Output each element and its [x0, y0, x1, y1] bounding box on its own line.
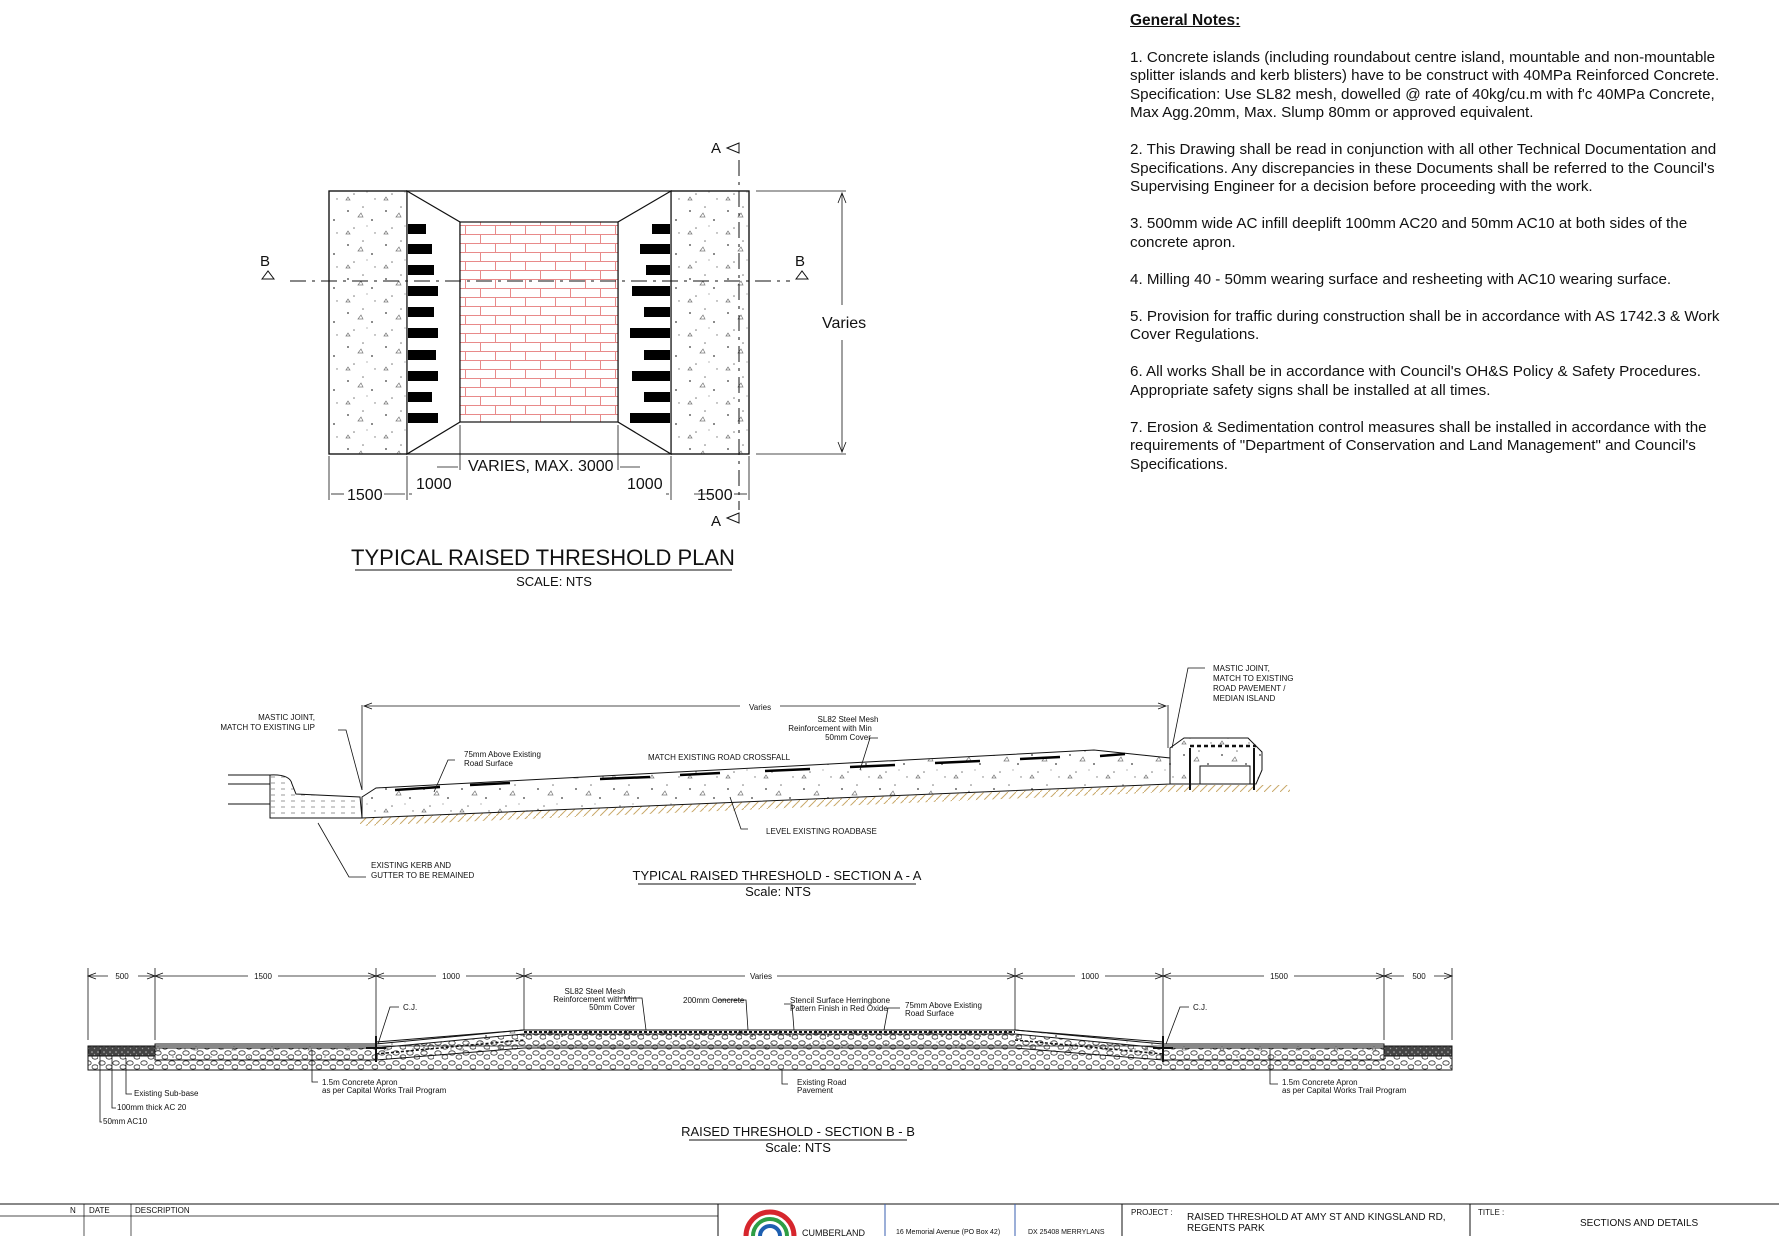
sa-mastic-road-2: MATCH TO EXISTING	[1213, 674, 1293, 683]
sb-existing-1: Existing Road	[797, 1078, 846, 1087]
project-line-1: RAISED THRESHOLD AT AMY ST AND KINGSLAND…	[1187, 1212, 1446, 1223]
sb-mesh-2: Reinforcement with Min	[553, 995, 637, 1004]
note-2: 2. This Drawing shall be read in conjunc…	[1130, 141, 1717, 195]
org-dx: DX 25408 MERRYLANS	[1028, 1229, 1105, 1236]
sb-cj-right: C.J.	[1193, 1003, 1207, 1012]
section-a-mesh	[394, 752, 1126, 792]
sa-mastic-lip-1: MASTIC JOINT,	[258, 713, 315, 722]
sb-mesh-1: SL82 Steel Mesh	[565, 987, 626, 996]
sb-cj-left: C.J.	[403, 1003, 417, 1012]
section-a-scale: Scale: NTS	[745, 884, 811, 899]
col-date: DATE	[89, 1206, 110, 1215]
sb-apron-left-2: as per Capital Works Trail Program	[322, 1086, 447, 1095]
sb-apron-right-1: 1.5m Concrete Apron	[1282, 1078, 1358, 1087]
title-block-text: N DATE DESCRIPTION CUMBERLAND 16 Memoria…	[70, 1206, 1699, 1236]
note-6: 6. All works Shall be in accordance with…	[1130, 363, 1701, 399]
sb-dim-1500-left: 1500	[254, 972, 272, 981]
sb-mesh-3: 50mm Cover	[589, 1003, 635, 1012]
sb-apron-left-1: 1.5m Concrete Apron	[322, 1078, 398, 1087]
sb-dim-500-right: 500	[1412, 972, 1426, 981]
sa-75-1: 75mm Above Existing	[464, 750, 541, 759]
sa-roadbase: LEVEL EXISTING ROADBASE	[766, 827, 877, 836]
plan-marker-a-top: A	[711, 140, 721, 157]
sa-varies: Varies	[749, 703, 771, 712]
asphalt-right	[1383, 1045, 1453, 1057]
plan-dim-varies: Varies	[822, 315, 866, 332]
general-notes: General Notes: 1. Concrete islands (incl…	[1130, 12, 1740, 493]
roadbase-hatch	[360, 785, 1290, 826]
sb-subbase: Existing Sub-base	[134, 1089, 199, 1098]
note-5: 5. Provision for traffic during construc…	[1130, 307, 1720, 344]
sb-ac20: 100mm thick AC 20	[117, 1103, 187, 1112]
plan-labels: A A B B Varies VARIES, MAX. 3000 1500 10…	[260, 140, 866, 589]
sa-mesh-2: Reinforcement with Min	[788, 724, 872, 733]
threshold-plan	[261, 142, 847, 524]
plan-marker-b-left: B	[260, 253, 270, 270]
plan-dim-1000-left: 1000	[416, 476, 452, 493]
org-address: 16 Memorial Avenue (PO Box 42)	[896, 1229, 1000, 1236]
sb-apron-right-2: as per Capital Works Trail Program	[1282, 1086, 1407, 1095]
plan-brick-paving	[459, 221, 619, 423]
project-label: PROJECT :	[1131, 1208, 1173, 1217]
sb-stencil-1: Stencil Surface Herringbone	[790, 996, 891, 1005]
section-b-drawing	[86, 968, 1454, 1123]
section-a-drawing	[228, 667, 1290, 878]
sb-dim-1000-left: 1000	[442, 972, 460, 981]
sb-75-2: Road Surface	[905, 1009, 954, 1018]
asphalt-left	[87, 1045, 156, 1057]
col-n: N	[70, 1206, 76, 1215]
plan-scale: SCALE: NTS	[516, 574, 592, 589]
sa-75-2: Road Surface	[464, 759, 513, 768]
title-block	[0, 1203, 1779, 1236]
sa-mastic-road-3: ROAD PAVEMENT /	[1213, 684, 1286, 693]
plan-dim-1500-right: 1500	[697, 487, 733, 504]
plan-title: TYPICAL RAISED THRESHOLD PLAN	[351, 545, 735, 570]
org-name: CUMBERLAND	[802, 1228, 866, 1236]
plan-chevrons-left	[408, 224, 438, 423]
sb-200: 200mm Concrete	[683, 996, 745, 1005]
sa-mastic-lip-2: MATCH TO EXISTING LIP	[220, 723, 315, 732]
sb-dim-1500-right: 1500	[1270, 972, 1288, 981]
sa-mastic-road-4: MEDIAN ISLAND	[1213, 694, 1275, 703]
project-line-2: REGENTS PARK	[1187, 1223, 1265, 1234]
plan-dim-varies-max: VARIES, MAX. 3000	[468, 458, 614, 475]
plan-apron-left	[328, 190, 408, 455]
plan-marker-a-bottom: A	[711, 513, 721, 530]
kerb-gutter	[269, 774, 363, 819]
sa-mesh-1: SL82 Steel Mesh	[818, 715, 879, 724]
sa-kerb-1: EXISTING KERB AND	[371, 861, 451, 870]
section-a-labels: MASTIC JOINT, MATCH TO EXISTING LIP MAST…	[220, 664, 1293, 899]
sa-mesh-3: 50mm Cover	[825, 733, 871, 742]
sa-mastic-road-1: MASTIC JOINT,	[1213, 664, 1270, 673]
title-label: TITLE :	[1478, 1208, 1504, 1217]
plan-apron-right	[670, 190, 750, 455]
plan-dim-1000-right: 1000	[627, 476, 663, 493]
notes-heading: General Notes:	[1130, 12, 1241, 29]
sb-75-1: 75mm Above Existing	[905, 1001, 982, 1010]
title-value: SECTIONS AND DETAILS	[1580, 1218, 1699, 1229]
sa-crossfall: MATCH EXISTING ROAD CROSSFALL	[648, 753, 791, 762]
note-7: 7. Erosion & Sedimentation control measu…	[1130, 418, 1707, 473]
sb-ac10: 50mm AC10	[103, 1117, 148, 1126]
note-4: 4. Milling 40 - 50mm wearing surface and…	[1130, 270, 1672, 288]
plan-marker-b-right: B	[795, 253, 805, 270]
sb-dim-varies: Varies	[750, 972, 772, 981]
sb-dim-1000-right: 1000	[1081, 972, 1099, 981]
section-b-title: RAISED THRESHOLD - SECTION B - B	[681, 1124, 915, 1139]
note-3: 3. 500mm wide AC infill deeplift 100mm A…	[1130, 215, 1688, 251]
section-a-title: TYPICAL RAISED THRESHOLD - SECTION A - A	[633, 868, 922, 883]
note-1: 1. Concrete islands (including roundabou…	[1130, 48, 1720, 122]
section-b-labels: 500 1500 1000 Varies 1000 1500 500 C.J. …	[103, 968, 1434, 1155]
sb-existing-2: Pavement	[797, 1086, 834, 1095]
plan-chevrons-right	[630, 224, 670, 423]
sb-dim-500-left: 500	[115, 972, 129, 981]
sa-kerb-2: GUTTER TO BE REMAINED	[371, 871, 474, 880]
section-b-scale: Scale: NTS	[765, 1140, 831, 1155]
col-description: DESCRIPTION	[135, 1206, 190, 1215]
plan-dim-1500-left: 1500	[347, 487, 383, 504]
sb-stencil-2: Pattern Finish in Red Oxide	[790, 1004, 888, 1013]
